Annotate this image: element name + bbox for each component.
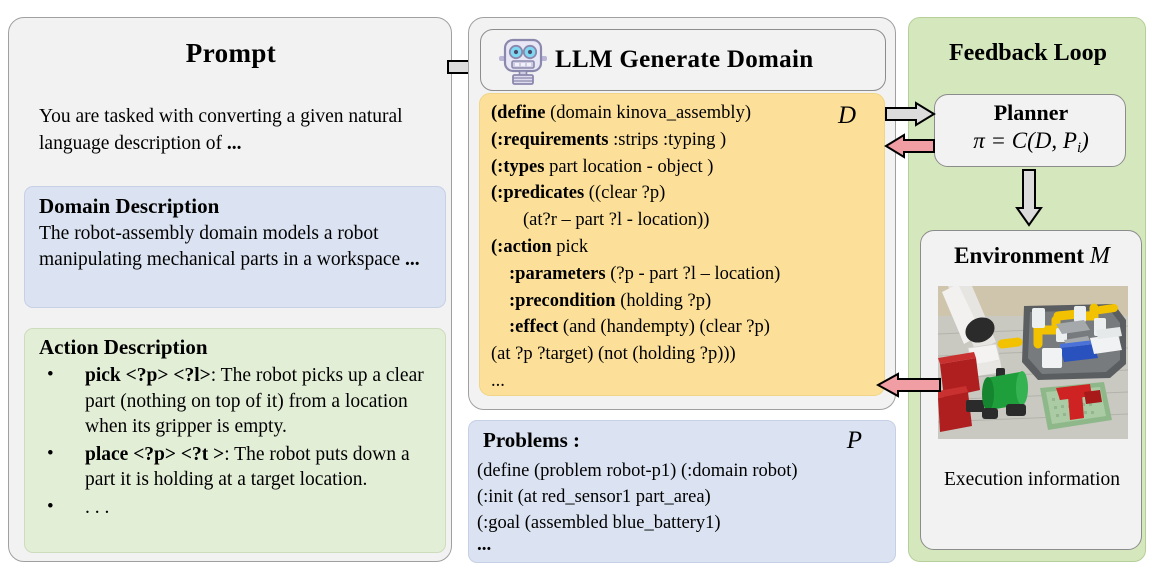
page-title: Prompt: [185, 38, 277, 68]
arrow-planner-to-environment: [1014, 168, 1044, 228]
pddl-line: (at?r – part ?l - location)): [491, 207, 876, 234]
domain-description-ellipsis: ...: [405, 249, 420, 270]
problems-marker: P: [846, 427, 862, 454]
action-text: : The robot puts down a part it is holdi…: [85, 443, 410, 491]
action-description-card: Action Description •pick <?p> <?l>: The …: [24, 328, 446, 553]
pddl-line: :effect (and (handempty) (clear ?p): [491, 314, 876, 341]
pddl-keyword: :parameters: [509, 263, 606, 284]
llm-header-card: LLM Generate Domain: [480, 29, 886, 91]
prompt-intro-ellipsis: ...: [226, 133, 242, 154]
pddl-text: part location - object ): [544, 156, 714, 177]
problems-code-block: (define (problem robot-p1) (:domain robo…: [477, 458, 891, 536]
pddl-keyword: (define: [491, 103, 546, 123]
action-list-item: • pick <?p> <?l>: The robot picks up a cl…: [39, 363, 439, 440]
pddl-text: (?p - part ?l – location): [605, 263, 781, 284]
pddl-line: :precondition (holding ?p): [491, 288, 876, 315]
prompt-intro-text: You are tasked with converting a given n…: [39, 103, 429, 157]
planner-title: Planner: [993, 100, 1069, 125]
pddl-keyword: (:predicates: [491, 183, 585, 204]
environment-marker: M: [1089, 243, 1110, 269]
planner-formula-pi: π: [973, 128, 985, 153]
arrow-environment-to-domain: [875, 372, 942, 398]
bullet-icon: •: [47, 442, 54, 464]
pddl-line: (:types part location - object ): [491, 154, 876, 181]
pddl-text: (at?r – part ?l - location)): [523, 210, 710, 231]
pddl-line: (at ?p ?target) (not (holding ?p))): [491, 341, 876, 368]
pddl-text: (holding ?p): [615, 290, 712, 311]
prompt-panel: Prompt You are tasked with converting a …: [8, 17, 452, 562]
pddl-text: (and (handempty) (clear ?p): [558, 317, 770, 338]
domain-description-text: The robot-assembly domain models a robot…: [39, 223, 401, 270]
pddl-domain-code-card: (define (domain kinova_assembly)(:requir…: [479, 93, 885, 396]
action-list: • pick <?p> <?l>: The robot picks up a cl…: [39, 363, 439, 522]
domain-marker: D: [837, 102, 856, 129]
environment-card: Environment M: [920, 230, 1142, 550]
domain-description-title: Domain Description: [39, 194, 220, 218]
planner-card: Planner π = C(D, Pi): [934, 94, 1126, 167]
pddl-line: :parameters (?p - part ?l – location): [491, 261, 876, 288]
action-list-item: • . . .: [39, 495, 439, 521]
llm-header-title: LLM Generate Domain: [555, 46, 814, 73]
pddl-text: pick: [551, 236, 589, 257]
pddl-keyword: :precondition: [509, 290, 616, 311]
problem-line: (:goal (assembled blue_battery1): [477, 513, 721, 533]
pddl-text: ((clear ?p): [584, 183, 666, 204]
pddl-text: :strips :typing ): [608, 129, 727, 150]
problems-ellipsis: ...: [477, 534, 492, 555]
problem-line: (define (problem robot-p1) (:domain robo…: [477, 461, 798, 481]
problems-title: Problems :: [483, 428, 581, 452]
pddl-keyword: (:requirements: [491, 129, 609, 150]
action-text: : The robot picks up a clear part (nothi…: [85, 365, 424, 437]
domain-description-body: The robot-assembly domain models a robot…: [39, 221, 439, 273]
problem-line: (:init (at red_sensor1 part_area): [477, 487, 711, 507]
pddl-line: (define (domain kinova_assembly): [491, 100, 876, 127]
problems-card: Problems : P (define (problem robot-p1) …: [468, 420, 896, 563]
action-text: . . .: [85, 496, 110, 518]
planner-formula-eq: =: [984, 128, 1012, 153]
planner-formula-subscript: i: [1076, 139, 1082, 156]
pddl-line: (:requirements :strips :typing ): [491, 127, 876, 154]
action-list-item: • place <?p> <?t >: The robot puts down a…: [39, 442, 439, 493]
planner-formula-c: C(D, P: [1011, 128, 1077, 153]
arrow-domain-to-planner: [884, 101, 936, 127]
pddl-line: ...: [491, 368, 876, 395]
planner-formula: π = C(D, Pi): [935, 128, 1127, 157]
bullet-icon: •: [47, 364, 54, 385]
environment-caption: Execution information: [944, 469, 1120, 490]
pddl-keyword: (:action: [491, 236, 552, 257]
arrow-planner-to-domain: [884, 133, 936, 159]
pddl-code-block: (define (domain kinova_assembly)(:requir…: [491, 100, 876, 395]
pddl-line: (:predicates ((clear ?p): [491, 180, 876, 207]
environment-title: Environment M: [921, 243, 1143, 270]
pddl-text: ...: [491, 370, 505, 391]
pddl-keyword: (:types: [491, 156, 545, 177]
feedback-loop-title: Feedback Loop: [948, 40, 1107, 66]
pddl-text: (at ?p ?target) (not (holding ?p))): [491, 344, 736, 365]
planner-formula-close: ): [1081, 128, 1089, 153]
pddl-text: (domain kinova_assembly): [545, 103, 751, 123]
action-signature: pick <?p> <?l>: [85, 365, 211, 386]
environment-title-text: Environment: [954, 243, 1085, 268]
domain-description-card: Domain Description The robot-assembly do…: [24, 186, 446, 308]
robot-icon: [497, 36, 549, 86]
action-signature: place <?p> <?t >: [85, 443, 225, 465]
action-description-title: Action Description: [39, 335, 208, 359]
robot-workspace-photo: [938, 286, 1128, 439]
bullet-icon: •: [47, 495, 54, 517]
prompt-intro-body: You are tasked with converting a given n…: [39, 106, 403, 154]
pddl-line: (:action pick: [491, 234, 876, 261]
pddl-keyword: :effect: [509, 317, 559, 338]
